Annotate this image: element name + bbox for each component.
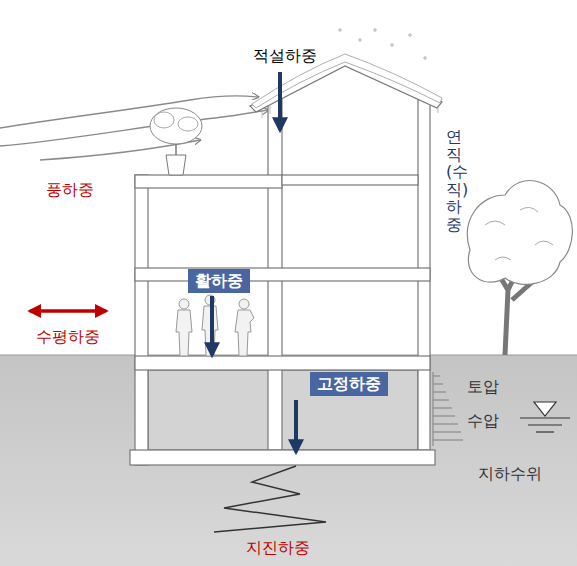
snow-load-label: 적설하중 [253, 46, 317, 65]
earth-pressure-label: 토압 [467, 377, 499, 396]
load-box-text: 활하중 [195, 271, 243, 290]
potted-plant [150, 108, 202, 175]
horizontal-arrow [30, 309, 106, 313]
tree [467, 181, 572, 355]
building-frame [130, 95, 435, 465]
wind-load-label: 풍하중 [46, 180, 94, 199]
seismic-load-label: 지진하중 [246, 538, 310, 557]
load-box: 활하중 [188, 269, 250, 293]
ground [0, 355, 577, 566]
load-box: 고정하중 [310, 372, 388, 396]
groundwater-label: 지하수위 [478, 464, 542, 483]
earthquake-zigzag [214, 466, 326, 532]
people [176, 295, 254, 356]
water-pressure-label: 수압 [467, 411, 499, 430]
vertical-load-label: 연직(수직)하중 [446, 128, 462, 234]
soil-pressure [433, 372, 463, 446]
ground-line [0, 355, 577, 356]
load-box-text: 고정하중 [317, 374, 381, 393]
load-arrows [212, 72, 296, 452]
water-table-symbol [520, 402, 570, 432]
wind-lines [0, 96, 268, 160]
horizontal-load-label: 수평하중 [36, 327, 100, 346]
